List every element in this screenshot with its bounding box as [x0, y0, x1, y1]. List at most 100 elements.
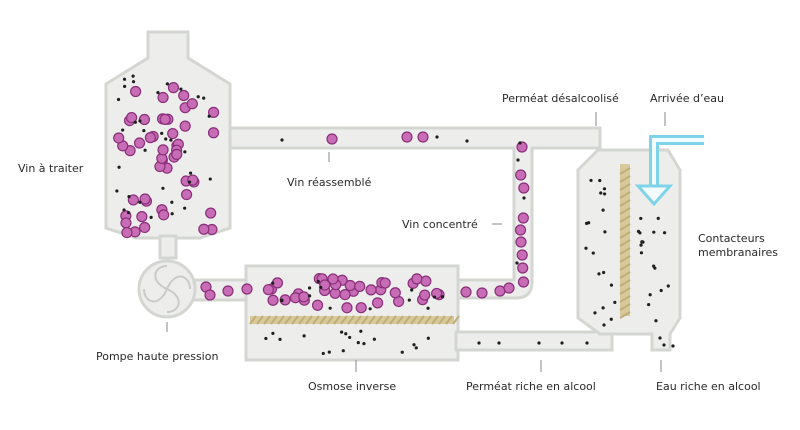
label-vin-a-traiter: Vin à traiter — [18, 162, 84, 175]
alcohol-particle — [187, 180, 192, 184]
alcohol-particle — [183, 150, 187, 154]
label-contacteurs-membranaires: Contacteurs membranaires — [698, 232, 778, 259]
alcohol-particle — [648, 293, 652, 297]
wine-particle — [518, 182, 530, 194]
wine-particle — [138, 113, 151, 126]
wine-particle — [371, 297, 384, 309]
alcohol-particle — [188, 171, 193, 175]
wine-particle — [136, 211, 148, 223]
wine-particle — [179, 120, 191, 132]
wine-particle — [178, 89, 190, 102]
alcohol-particle — [465, 139, 469, 143]
alcohol-particle — [164, 137, 168, 141]
alcohol-particle — [497, 341, 501, 345]
wine-particle — [157, 91, 169, 104]
wine-particle — [311, 299, 324, 311]
alcohol-particle — [652, 264, 656, 268]
alcohol-particle — [537, 341, 541, 345]
particles — [113, 74, 675, 356]
alcohol-particle — [518, 141, 522, 145]
wine-particle — [419, 289, 431, 301]
alcohol-particle — [122, 208, 126, 212]
wine-particle — [503, 282, 515, 294]
alcohol-particle — [117, 165, 121, 169]
alcohol-particle — [407, 298, 411, 302]
wine-particle — [354, 280, 366, 292]
alcohol-particle — [138, 119, 142, 123]
alcohol-particle — [169, 138, 173, 142]
alcohol-particle — [308, 294, 312, 298]
label-arrivee-eau: Arrivée d’eau — [650, 92, 724, 105]
alcohol-particle — [666, 284, 670, 288]
pump-rotor — [143, 265, 191, 313]
vessels — [104, 30, 704, 362]
wine-particle — [180, 188, 193, 201]
wine-particle — [222, 285, 234, 297]
wine-particle — [517, 212, 529, 224]
wine-particle — [515, 236, 527, 248]
alcohol-particle — [414, 346, 418, 350]
water-arrowhead — [634, 184, 674, 207]
alcohol-particle — [400, 350, 404, 354]
alcohol-particle — [278, 337, 282, 341]
wine-particle — [144, 132, 156, 144]
alcohol-particle — [280, 138, 284, 142]
alcohol-particle — [372, 337, 376, 341]
wine-particle — [460, 286, 472, 298]
alcohol-particle — [327, 350, 331, 354]
alcohol-particle — [435, 135, 439, 139]
alcohol-particle — [598, 178, 602, 183]
alcohol-particle — [344, 332, 348, 336]
alcohol-particle — [432, 295, 437, 299]
alcohol-particle — [602, 323, 606, 327]
alcohol-particle — [603, 230, 607, 234]
wine-particle — [158, 209, 170, 221]
alcohol-particle — [302, 334, 306, 338]
alcohol-particle — [639, 243, 643, 247]
alcohol-particle — [638, 231, 642, 235]
alcohol-particle — [271, 281, 275, 285]
alcohol-particle — [131, 74, 135, 78]
label-vin-reassemble: Vin réassemblé — [287, 176, 372, 189]
wine-particle — [327, 273, 339, 285]
wine-particle — [133, 137, 146, 149]
wine-particle — [262, 284, 275, 296]
wine-particle — [476, 287, 488, 299]
wine-particle — [126, 111, 138, 124]
alcohol-particle — [207, 114, 211, 118]
alcohol-particle — [328, 306, 332, 310]
alcohol-particle — [170, 200, 174, 204]
alcohol-particle — [658, 336, 662, 340]
alcohol-particle — [156, 90, 160, 95]
alcohol-particle — [161, 186, 165, 190]
wine-particle — [139, 221, 151, 234]
alcohol-particle — [591, 251, 595, 255]
wine-particle — [355, 302, 367, 314]
label-osmose-inverse: Osmose inverse — [308, 380, 397, 393]
wine-particle — [401, 131, 413, 143]
label-pompe-haute-pression: Pompe haute pression — [96, 350, 219, 363]
alcohol-particle — [589, 178, 593, 183]
alcohol-particle — [410, 288, 414, 292]
wine-particle — [171, 148, 183, 160]
alcohol-particle — [516, 158, 520, 162]
alcohol-particle — [426, 306, 430, 310]
wine-particle — [205, 207, 217, 219]
alcohol-particle — [348, 335, 352, 340]
alcohol-particle — [654, 319, 658, 323]
alcohol-particle — [601, 208, 605, 212]
alcohol-particle — [127, 194, 131, 199]
wine-particle — [198, 223, 210, 235]
wine-particle — [411, 273, 423, 285]
wine-particle — [139, 193, 151, 205]
alcohol-particle — [515, 261, 519, 265]
label-eau-riche-en-alcool: Eau riche en alcool — [656, 380, 761, 393]
wine-particle — [514, 224, 527, 236]
contactor-membrane — [619, 164, 631, 319]
alcohol-particle — [271, 331, 275, 335]
alcohol-particle — [477, 341, 481, 345]
alcohol-particle — [122, 77, 127, 81]
wine-particle — [159, 113, 171, 126]
alcohol-particle — [602, 187, 607, 191]
alcohol-particle — [671, 344, 675, 348]
